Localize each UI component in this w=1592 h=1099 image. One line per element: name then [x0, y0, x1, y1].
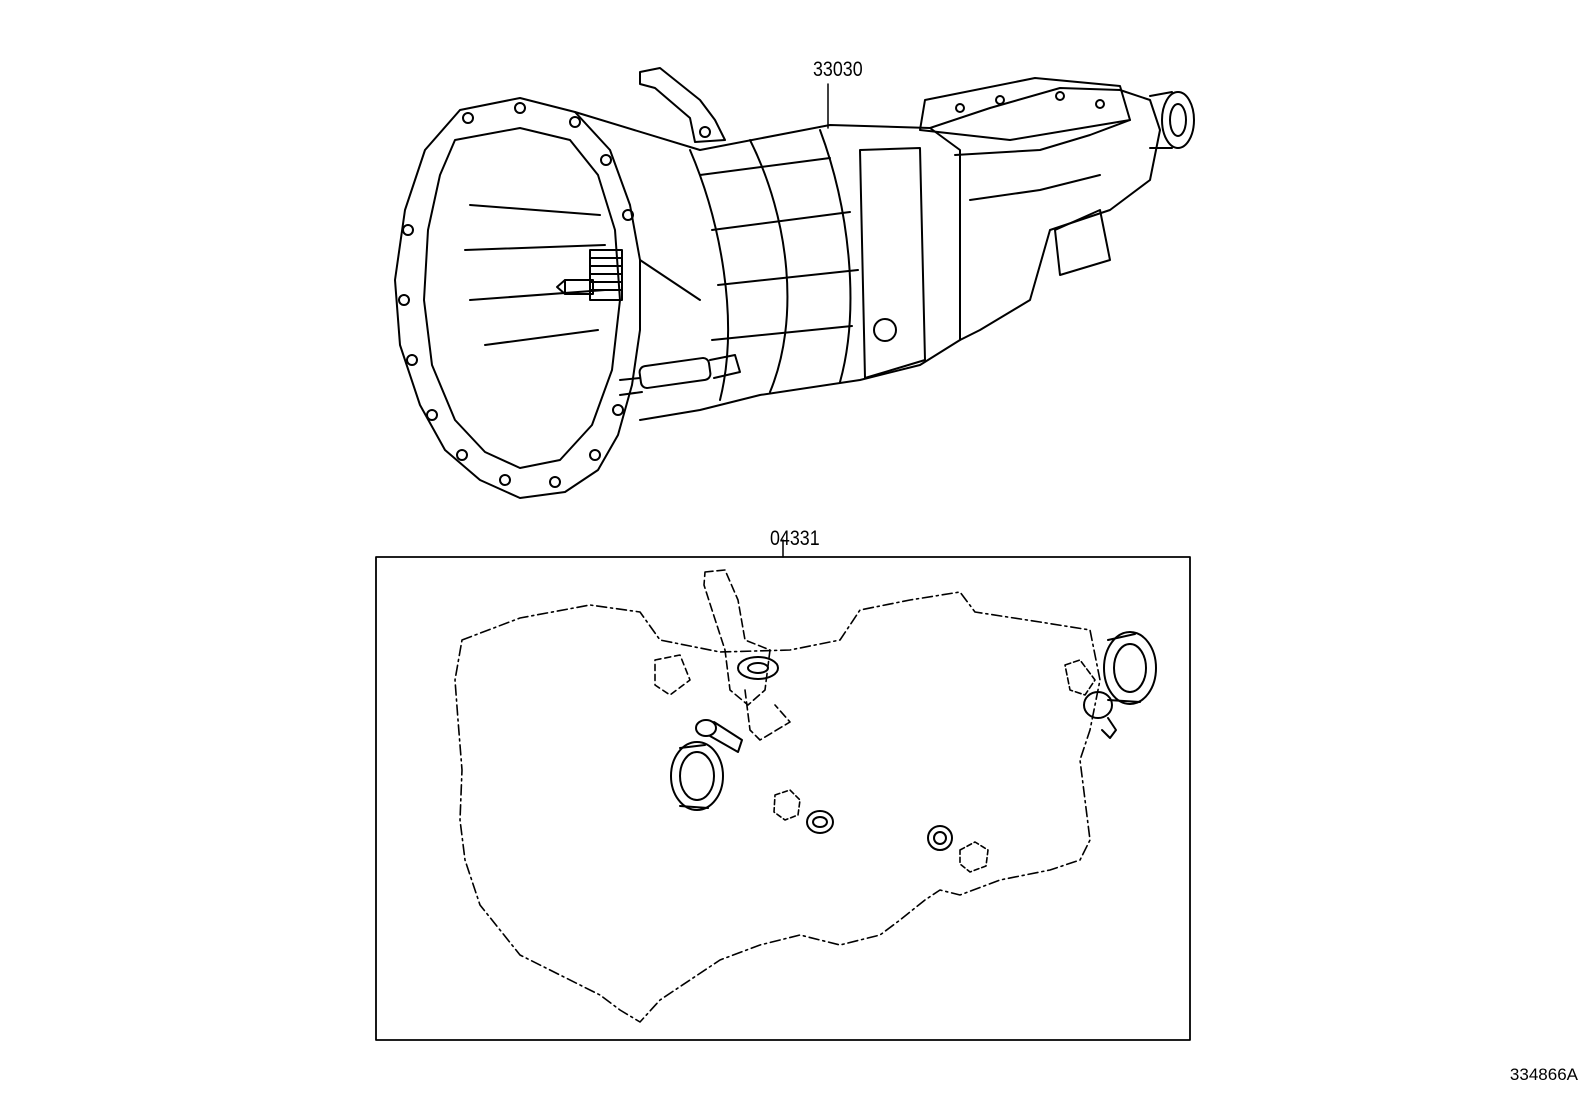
shift-tower-plate — [919, 77, 1131, 141]
input-shaft — [556, 249, 623, 301]
part-number-33030[interactable]: 33030 — [813, 58, 863, 81]
drain-plug — [695, 719, 743, 753]
rear-oil-seal — [1103, 631, 1157, 705]
gasket-ring-left — [806, 810, 834, 834]
shift-lever-phantom — [703, 569, 771, 706]
shift-lever-seal — [737, 656, 779, 680]
figure-id: 334866A — [1509, 1065, 1578, 1084]
clutch-release-cylinder — [619, 354, 741, 396]
shift-lever-bracket — [639, 67, 726, 143]
extension-housing — [929, 87, 1161, 341]
phantom-case-outline — [454, 591, 1101, 1023]
output-flange — [1149, 91, 1195, 149]
gasket-ring-right — [927, 825, 953, 851]
plug-right — [959, 841, 989, 873]
bell-housing-inner — [423, 127, 621, 469]
gasket-kit-frame — [375, 556, 1191, 1041]
gasket-kit-group — [375, 539, 1191, 1041]
part-number-04331[interactable]: 04331 — [770, 527, 820, 550]
plug-left — [773, 789, 801, 821]
bell-housing-bolt-bosses — [398, 102, 634, 488]
bell-housing-flange — [394, 97, 641, 499]
front-oil-seal — [670, 741, 724, 811]
speedometer-sleeve — [1064, 659, 1117, 739]
transmission-assembly-drawing — [394, 67, 1195, 499]
